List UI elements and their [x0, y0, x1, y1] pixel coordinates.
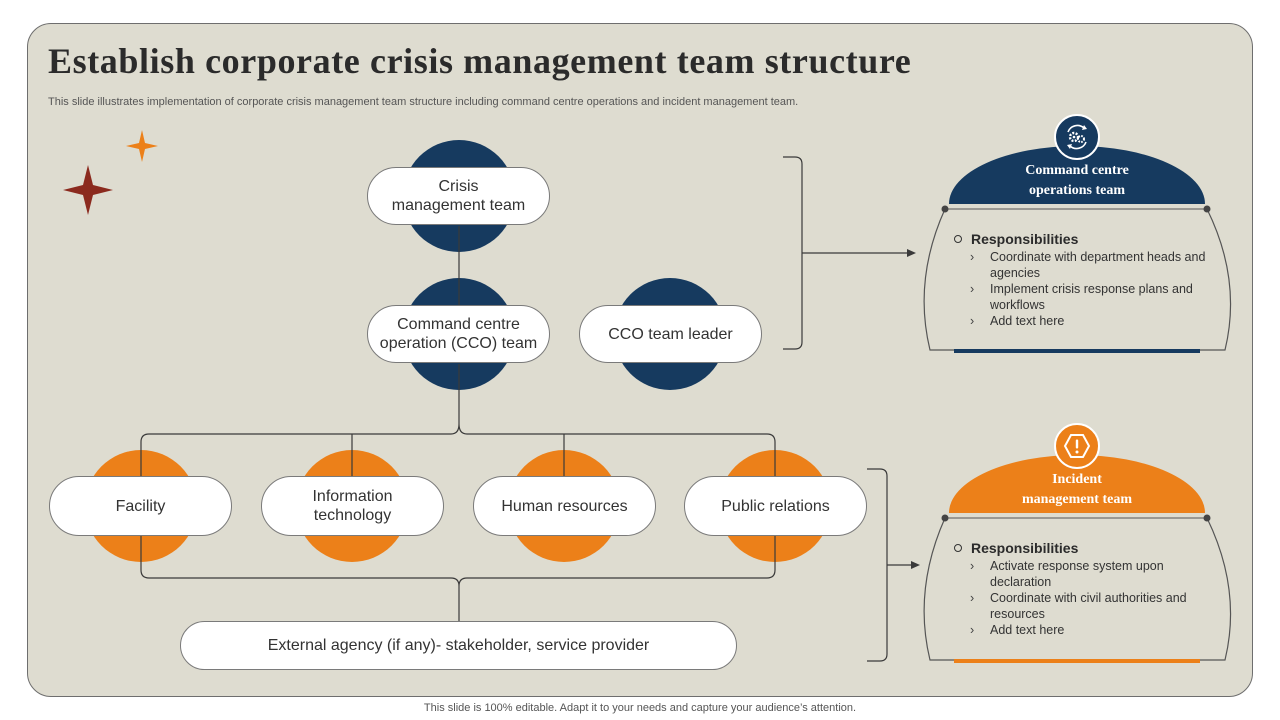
circle-bullet-icon — [954, 544, 962, 552]
warning-hexagon-icon — [1063, 434, 1091, 458]
command-dot-left — [941, 205, 949, 213]
incident-bracket — [867, 468, 888, 662]
list-item: Coordinate with department heads and age… — [970, 249, 1206, 281]
command-resp-list: Coordinate with department heads and age… — [954, 249, 1206, 329]
information-technology-node: Information technology — [261, 476, 444, 536]
external-agency-node: External agency (if any)- stakeholder, s… — [180, 621, 737, 670]
list-item: Add text here — [970, 313, 1206, 329]
footer-note: This slide is 100% editable. Adapt it to… — [423, 702, 857, 714]
incident-badge — [1054, 423, 1100, 469]
incident-dot-right — [1203, 514, 1211, 522]
command-dot-right — [1203, 205, 1211, 213]
command-panel-title-line1: Command centre — [1025, 163, 1129, 178]
incident-bottom-bar — [954, 659, 1200, 663]
page-title: Establish corporate crisis management te… — [48, 41, 912, 81]
list-item: Coordinate with civil authorities and re… — [970, 590, 1206, 622]
command-bracket — [783, 156, 803, 350]
gears-cycle-icon — [1067, 124, 1087, 150]
incident-panel-title-line2: management team — [1021, 492, 1133, 507]
incident-panel-title-line1: Incident — [1052, 472, 1102, 487]
list-item: Implement crisis response plans and work… — [970, 281, 1206, 313]
incident-arrowhead — [911, 561, 920, 569]
human-resources-node: Human resources — [473, 476, 656, 536]
incident-responsibilities: Responsibilities Activate response syste… — [954, 540, 1206, 638]
incident-resp-list: Activate response system upon declaratio… — [954, 558, 1206, 638]
command-resp-title: Responsibilities — [971, 231, 1079, 247]
facility-node: Facility — [49, 476, 232, 536]
departments-to-external-brace — [140, 536, 776, 621]
orange-star-icon — [126, 130, 158, 162]
cco-to-departments-brace — [140, 364, 776, 476]
incident-dot-left — [941, 514, 949, 522]
circle-bullet-icon — [954, 235, 962, 243]
command-bottom-bar — [954, 349, 1200, 353]
command-badge — [1054, 114, 1100, 160]
incident-resp-title: Responsibilities — [971, 540, 1079, 556]
list-item: Add text here — [970, 622, 1206, 638]
crisis-management-team-node: Crisis management team — [367, 167, 550, 225]
cco-team-leader-node: CCO team leader — [579, 305, 762, 363]
list-item: Activate response system upon declaratio… — [970, 558, 1206, 590]
command-panel-title-line2: operations team — [1028, 183, 1126, 198]
command-arrowhead — [907, 249, 916, 257]
command-responsibilities: Responsibilities Coordinate with departm… — [954, 231, 1206, 329]
public-relations-node: Public relations — [684, 476, 867, 536]
red-star-icon — [63, 165, 113, 215]
page-subtitle: This slide illustrates implementation of… — [48, 96, 799, 108]
cco-team-node: Command centre operation (CCO) team — [367, 305, 550, 363]
